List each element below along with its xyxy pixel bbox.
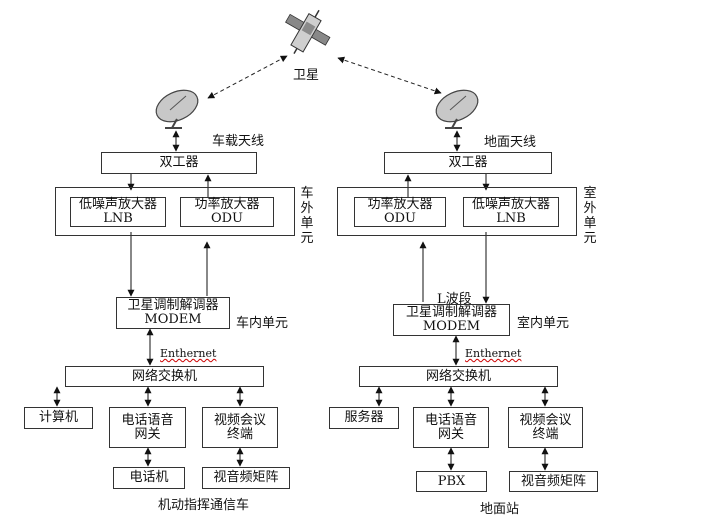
ground-satellite-link [337, 56, 442, 95]
ground-modem-box: 卫星调制解调器 MODEM [393, 304, 510, 336]
ground-outdoor-char-4: 元 [583, 231, 597, 246]
ground-voice-gateway-line1: 电话语音 [424, 412, 477, 428]
vehicle-satellite-link [207, 55, 288, 99]
vehicle-computer-box: 计算机 [24, 407, 93, 429]
vehicle-switch-box: 网络交换机 [65, 366, 264, 387]
ground-dish-icon [435, 89, 479, 129]
ground-indoor-unit-label: 室内单元 [517, 316, 570, 331]
vehicle-video-terminal-line2: 终端 [226, 426, 253, 442]
ground-outdoor-unit-frame [337, 187, 577, 236]
ground-odu-name: 功率放大器 [367, 197, 433, 212]
ground-voice-gateway-line2: 网关 [437, 426, 464, 442]
vehicle-modem-box: 卫星调制解调器 MODEM [116, 297, 230, 329]
ground-av-matrix-box: 视音频矩阵 [509, 471, 598, 492]
vehicle-video-terminal-box: 视频会议 终端 [202, 407, 278, 448]
vehicle-odu-name: 功率放大器 [194, 197, 260, 212]
vehicle-outdoor-char-2: 外 [300, 201, 314, 216]
ground-antenna-label: 地面天线 [484, 135, 537, 150]
vehicle-voice-gateway-line1: 电话语音 [121, 412, 174, 428]
ground-voice-gateway-box: 电话语音 网关 [413, 407, 489, 448]
ground-ethernet-label: Enthernet [465, 347, 522, 360]
vehicle-phone-box: 电话机 [113, 467, 185, 489]
ground-video-terminal-box: 视频会议 终端 [508, 407, 583, 448]
ground-lnb-box: 低噪声放大器 LNB [463, 197, 559, 227]
ground-outdoor-char-2: 外 [583, 201, 597, 216]
ground-lband-label: L波段 [437, 292, 472, 307]
vehicle-voice-gateway-line2: 网关 [134, 426, 161, 442]
ground-outdoor-char-3: 单 [583, 216, 597, 231]
ground-lnb-code: LNB [496, 211, 526, 226]
vehicle-ethernet-label: Enthernet [160, 347, 217, 360]
ground-caption: 地面站 [480, 502, 520, 517]
vehicle-indoor-unit-label: 车内单元 [236, 316, 289, 331]
ground-video-terminal-line2: 终端 [532, 426, 559, 442]
vehicle-modem-name: 卫星调制解调器 [127, 298, 219, 313]
vehicle-antenna-label: 车载天线 [212, 134, 265, 149]
vehicle-outdoor-char-4: 元 [300, 231, 314, 246]
vehicle-modem-code: MODEM [144, 312, 202, 327]
vehicle-odu-code: ODU [210, 211, 244, 226]
vehicle-voice-gateway-box: 电话语音 网关 [109, 407, 186, 448]
ground-video-terminal-line1: 视频会议 [519, 412, 572, 428]
ground-server-box: 服务器 [329, 407, 399, 429]
vehicle-outdoor-unit-frame [55, 187, 295, 236]
vehicle-outdoor-char-3: 单 [300, 216, 314, 231]
vehicle-av-matrix-box: 视音频矩阵 [202, 467, 290, 489]
vehicle-outdoor-unit-label: 车 外 单 元 [300, 186, 314, 246]
ground-odu-code: ODU [383, 211, 417, 226]
ground-modem-name: 卫星调制解调器 [405, 305, 497, 320]
vehicle-odu-box: 功率放大器 ODU [180, 197, 274, 227]
vehicle-video-terminal-line1: 视频会议 [213, 412, 266, 428]
vehicle-lnb-code: LNB [103, 211, 133, 226]
vehicle-outdoor-char-1: 车 [300, 186, 314, 201]
vehicle-lnb-box: 低噪声放大器 LNB [70, 197, 166, 227]
vehicle-lnb-name: 低噪声放大器 [78, 197, 157, 212]
ground-lnb-name: 低噪声放大器 [471, 197, 550, 212]
ground-pbx-box: PBX [416, 471, 487, 492]
ground-switch-box: 网络交换机 [359, 366, 558, 387]
ground-diplexer-box: 双工器 [384, 152, 552, 174]
satellite-icon [285, 9, 331, 54]
ground-outdoor-unit-label: 室 外 单 元 [583, 186, 597, 246]
satellite-label: 卫星 [293, 68, 320, 83]
ground-modem-code: MODEM [422, 319, 481, 334]
vehicle-caption: 机动指挥通信车 [158, 498, 250, 513]
vehicle-diplexer-box: 双工器 [101, 152, 257, 174]
ground-odu-box: 功率放大器 ODU [354, 197, 446, 227]
ground-outdoor-char-1: 室 [583, 186, 597, 201]
vehicle-dish-icon [155, 89, 199, 129]
